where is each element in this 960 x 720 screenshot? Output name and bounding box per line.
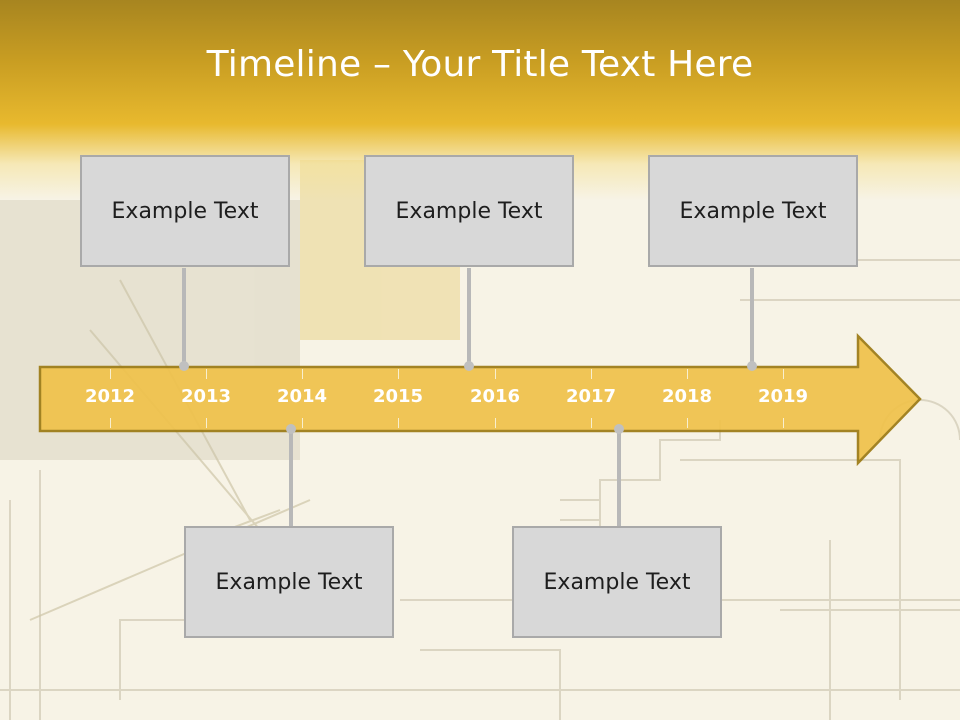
top-event-1-connector	[182, 268, 186, 366]
top-event-3-text: Example Text	[679, 198, 827, 224]
tick-2016	[495, 369, 496, 379]
bottom-event-1-box[interactable]: Example Text	[184, 526, 394, 638]
bottom-event-2-marker	[614, 424, 624, 434]
top-event-1-box[interactable]: Example Text	[80, 155, 290, 267]
tick-2013	[206, 369, 207, 379]
bottom-event-2-box[interactable]: Example Text	[512, 526, 722, 638]
slide-title: Timeline – Your Title Text Here	[206, 44, 754, 85]
top-event-2-marker	[464, 361, 474, 371]
top-event-2-text: Example Text	[395, 198, 543, 224]
top-event-2-box[interactable]: Example Text	[364, 155, 574, 267]
tick-2014-bottom	[302, 418, 303, 428]
top-event-1-text: Example Text	[111, 198, 259, 224]
top-event-2-connector	[467, 268, 471, 366]
top-event-3-connector	[750, 268, 754, 366]
tick-2017	[591, 369, 592, 379]
bottom-event-2-connector	[617, 430, 621, 527]
year-label-2018: 2018	[661, 386, 713, 407]
top-event-3-marker	[747, 361, 757, 371]
bottom-event-1-text: Example Text	[215, 569, 363, 595]
top-event-3-box[interactable]: Example Text	[648, 155, 858, 267]
tick-2018-bottom	[687, 418, 688, 428]
year-label-2012: 2012	[84, 386, 136, 407]
bottom-event-1-marker	[286, 424, 296, 434]
year-label-2013: 2013	[180, 386, 232, 407]
bottom-event-1-connector	[289, 430, 293, 527]
tick-2012-bottom	[110, 418, 111, 428]
year-label-2019: 2019	[757, 386, 809, 407]
tick-2014	[302, 369, 303, 379]
tick-2019-bottom	[783, 418, 784, 428]
year-label-2017: 2017	[565, 386, 617, 407]
tick-2016-bottom	[495, 418, 496, 428]
year-label-2014: 2014	[276, 386, 328, 407]
year-label-2016: 2016	[469, 386, 521, 407]
tick-2013-bottom	[206, 418, 207, 428]
bottom-event-2-text: Example Text	[543, 569, 691, 595]
top-event-1-marker	[179, 361, 189, 371]
timeline-arrow	[38, 332, 922, 467]
tick-2015	[398, 369, 399, 379]
tick-2015-bottom	[398, 418, 399, 428]
tick-2018	[687, 369, 688, 379]
tick-2012	[110, 369, 111, 379]
year-label-2015: 2015	[372, 386, 424, 407]
tick-2019	[783, 369, 784, 379]
tick-2017-bottom	[591, 418, 592, 428]
